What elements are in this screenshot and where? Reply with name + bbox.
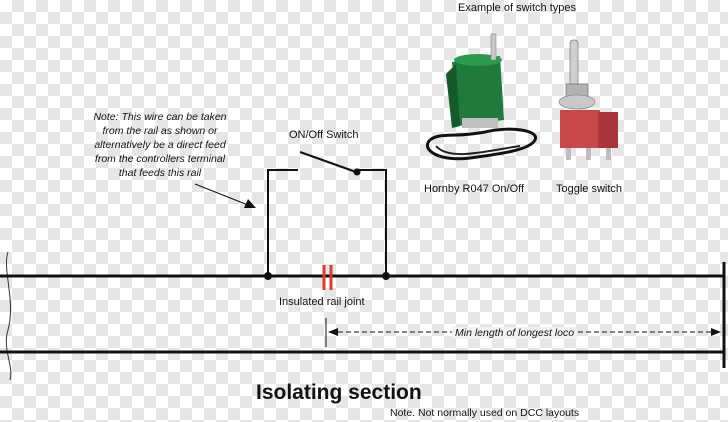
section-title: Isolating section bbox=[256, 381, 422, 404]
wire-note-line: from the rail as shown or bbox=[102, 125, 218, 137]
left-feed-wire bbox=[267, 169, 298, 276]
insulated-joint-label: Insulated rail joint bbox=[279, 296, 365, 308]
wire-note-line: alternatively be a direct feed bbox=[94, 139, 226, 151]
switch-lever bbox=[299, 151, 357, 173]
toggle-switch-image bbox=[558, 39, 618, 160]
switch-label: ON/Off Switch bbox=[289, 129, 359, 141]
toggle-switch-label: Toggle switch bbox=[556, 183, 623, 195]
right-junction-dot bbox=[382, 272, 390, 280]
note-arrow-line bbox=[194, 183, 249, 206]
dcc-footnote: Note. Not normally used on DCC layouts bbox=[390, 407, 580, 419]
wire-note: Note: This wire can be taken from the ra… bbox=[60, 110, 260, 180]
note-arrowhead bbox=[244, 199, 256, 208]
dimension-arrow-right bbox=[711, 328, 721, 336]
min-length-label: Min length of longest loco bbox=[452, 327, 578, 339]
hornby-switch-label: Hornby R047 On/Off bbox=[424, 183, 525, 195]
dimension-arrow-left bbox=[328, 328, 338, 336]
right-feed-wire bbox=[358, 169, 387, 276]
track-break-line bbox=[5, 251, 12, 381]
left-junction-dot bbox=[264, 272, 272, 280]
wire-note-line: Note: This wire can be taken bbox=[93, 111, 227, 123]
hornby-switch-image bbox=[426, 33, 537, 161]
wire-note-line: from the controllers terminal bbox=[94, 153, 226, 165]
switch-types-title: Example of switch types bbox=[458, 2, 576, 14]
wire-note-line: that feeds this rail bbox=[118, 167, 202, 179]
switch-contact bbox=[353, 168, 361, 176]
